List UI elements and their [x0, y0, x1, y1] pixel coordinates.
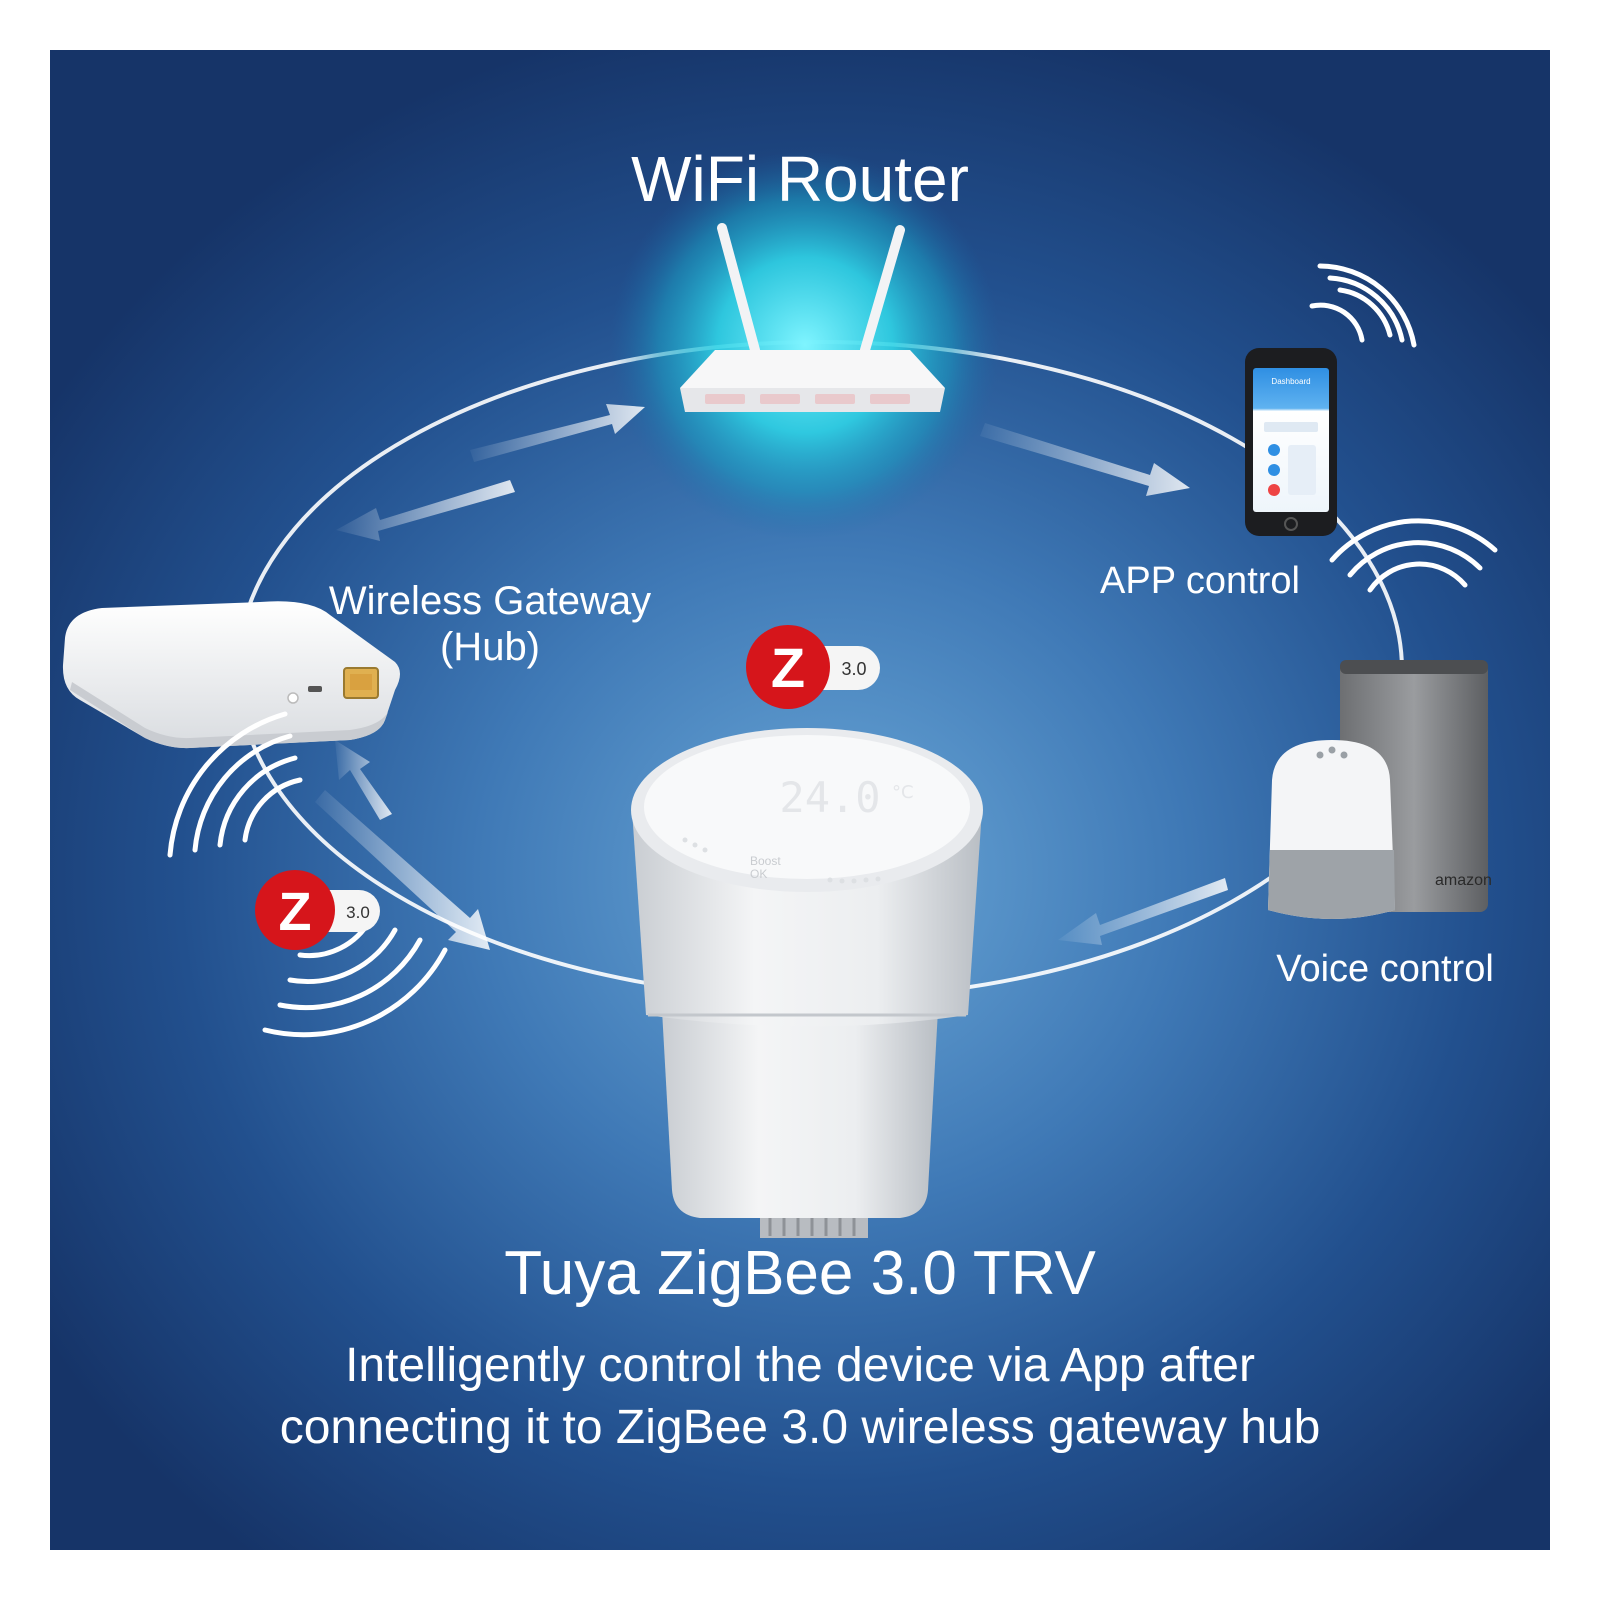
- router-icon: [680, 350, 945, 412]
- wifi-waves-app: [1309, 263, 1417, 348]
- gateway-label-line1: Wireless Gateway: [328, 579, 652, 623]
- product-description-line1: Intelligently control the device via App…: [345, 1339, 1255, 1392]
- zigbee-version-left: 3.0: [346, 903, 370, 922]
- flow-arrows: [315, 404, 1228, 950]
- trv-display-unit: °C: [892, 782, 914, 803]
- voice-control-label: Voice control: [1276, 948, 1494, 990]
- wifi-waves-voice: [1329, 518, 1498, 593]
- google-home-icon: [1268, 740, 1395, 919]
- zigbee-badge-center: Z 3.0: [746, 625, 880, 709]
- router-antennas: [717, 223, 905, 355]
- smartphone-icon: [1245, 348, 1337, 536]
- gateway-hub-icon: [62, 601, 401, 749]
- speaker-brand: amazon: [1435, 872, 1492, 889]
- product-description: Intelligently control the device via App…: [160, 1335, 1440, 1459]
- trv-device-icon: 24.0 °C Boost OK: [631, 728, 983, 1238]
- zigbee-version-center: 3.0: [841, 659, 866, 679]
- gateway-label-line2: (Hub): [439, 625, 541, 669]
- trv-display-reading: 24.0: [779, 773, 880, 822]
- network-scene: amazon Z 3.0 Z 3.0: [62, 150, 1498, 1238]
- router-glow: [610, 150, 1000, 540]
- product-title: Tuya ZigBee 3.0 TRV: [504, 1239, 1096, 1308]
- trv-button-ok: OK: [750, 867, 767, 881]
- phone-screen-header: Dashboard: [1271, 377, 1310, 386]
- gateway-label: Wireless Gateway (Hub): [270, 578, 710, 670]
- zigbee-letter-left: Z: [279, 882, 312, 942]
- trv-button-boost: Boost: [750, 854, 781, 868]
- app-control-label: APP control: [1100, 560, 1300, 602]
- diagram-panel: amazon Z 3.0 Z 3.0: [50, 50, 1550, 1550]
- product-description-line2: connecting it to ZigBee 3.0 wireless gat…: [279, 1401, 1321, 1454]
- zigbee-letter-center: Z: [771, 636, 805, 699]
- router-title: WiFi Router: [631, 143, 969, 215]
- zigbee-badge-left: Z 3.0: [255, 870, 380, 950]
